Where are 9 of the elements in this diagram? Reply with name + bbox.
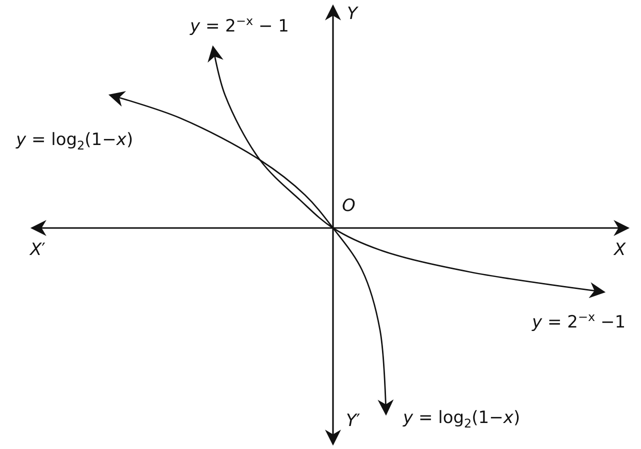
origin-label: O — [342, 196, 356, 216]
curve-label: y = log$_{2}$(1−x) — [403, 408, 520, 431]
axis-label: X′ — [30, 240, 46, 260]
curve-label: y = 2$^{−x}$ −1 — [532, 310, 626, 334]
axis-label: X — [614, 240, 626, 260]
curve-label: y = 2$^{−x}$ − 1 — [190, 14, 289, 38]
axis-label: Y — [347, 4, 358, 24]
curve-label: y = log$_{2}$(1−x) — [16, 130, 134, 153]
axis-label: Y′ — [346, 411, 360, 432]
